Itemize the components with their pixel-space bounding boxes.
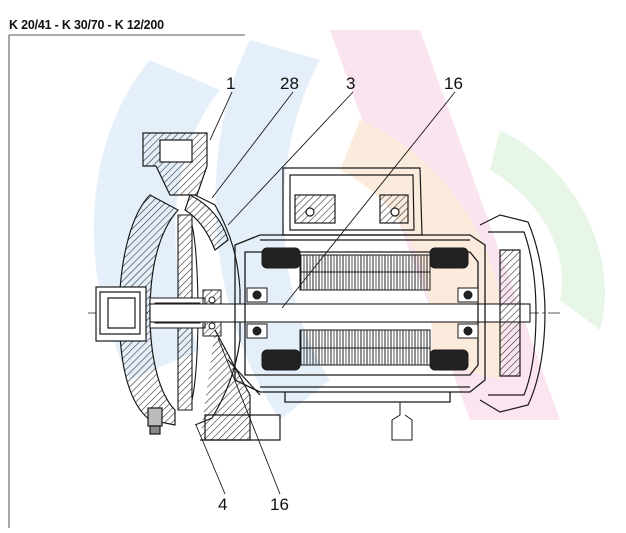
callout-4: 4: [218, 495, 227, 514]
model-title: K 20/41 - K 30/70 - K 12/200: [9, 18, 164, 32]
terminal-box: [282, 167, 423, 236]
callout-3: 3: [346, 74, 355, 93]
callout-16-bottom: 16: [270, 495, 289, 514]
callout-16-top: 16: [444, 74, 463, 93]
leader-lines: [195, 91, 456, 495]
bearings: [246, 287, 479, 339]
stator-windings: [261, 247, 469, 371]
fan-cover: [479, 214, 546, 413]
frame-lines: [8, 34, 245, 528]
drain-plug: [391, 402, 413, 441]
callout-28: 28: [280, 74, 299, 93]
motor-shaft: [149, 303, 531, 323]
callout-1: 1: [226, 74, 235, 93]
pump-casing: [95, 132, 229, 435]
